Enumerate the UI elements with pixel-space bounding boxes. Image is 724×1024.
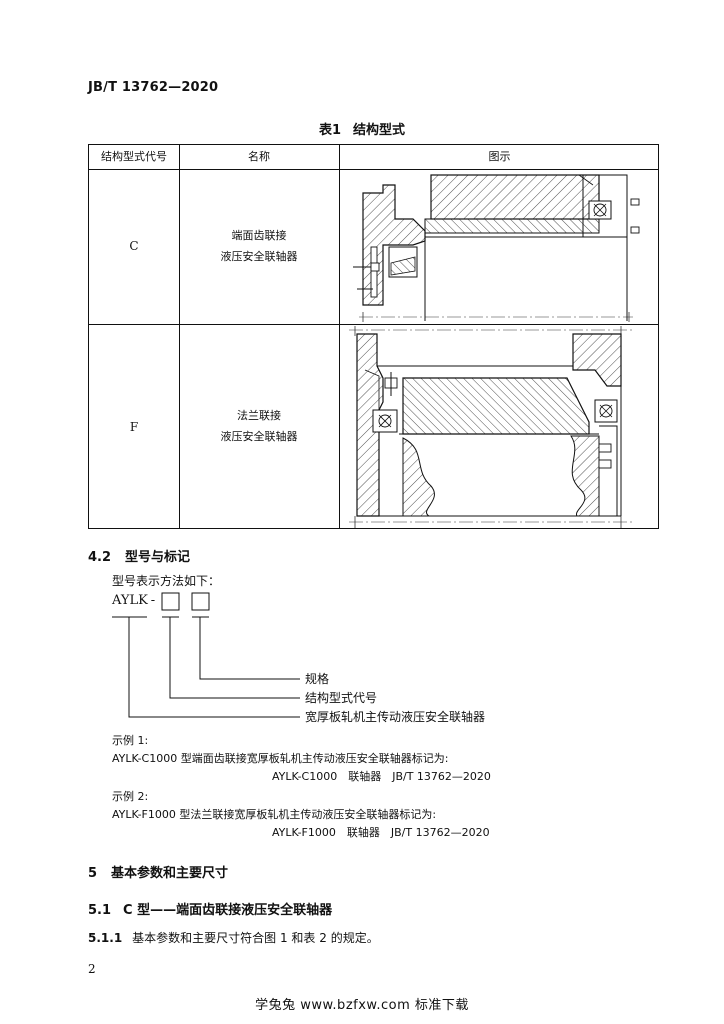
example-1-text: AYLK-C1000 型端面齿联接宽厚板轧机主传动液压安全联轴器标记为: xyxy=(112,752,449,765)
flange-coupling-cross-section-icon xyxy=(349,326,633,528)
table-header-figure: 图示 xyxy=(488,149,511,163)
table-divider xyxy=(179,145,180,528)
table-caption: 表1 结构型式 xyxy=(0,119,724,138)
section-5-heading: 5 基本参数和主要尺寸 xyxy=(88,862,228,881)
section-title: C 型——端面齿联接液压安全联轴器 xyxy=(123,903,333,918)
footer-source: 学兔兔 www.bzfxw.com 标准下载 xyxy=(255,998,469,1013)
table-row-name-c: 端面齿联接 液压安全联轴器 xyxy=(179,169,339,324)
label-structure-code: 结构型式代号 xyxy=(305,691,378,705)
name-line: 液压安全联轴器 xyxy=(220,249,298,263)
example-2-text: AYLK-F1000 型法兰联接宽厚板轧机主传动液压安全联轴器标记为: xyxy=(112,808,437,821)
example-1-mark: AYLK-C1000 联轴器 JB/T 13762—2020 xyxy=(272,770,491,783)
table-row-code-c: C xyxy=(129,239,139,254)
table-header-code: 结构型式代号 xyxy=(101,149,167,163)
table-divider xyxy=(89,169,658,170)
table-caption-number: 表1 xyxy=(318,123,342,138)
section-number: 4.2 xyxy=(88,550,112,565)
table-row-name-f: 法兰联接 液压安全联轴器 xyxy=(179,324,339,530)
table-divider xyxy=(89,324,658,325)
label-spec: 规格 xyxy=(305,672,330,686)
table-divider xyxy=(339,145,340,528)
document-code: JB/T 13762—2020 xyxy=(88,80,219,95)
end-face-tooth-coupling-cross-section-icon xyxy=(353,174,640,322)
table-caption-title: 结构型式 xyxy=(353,123,406,138)
name-line: 法兰联接 xyxy=(237,409,281,423)
section-number: 5.1.1 xyxy=(88,931,123,945)
section-number: 5.1 xyxy=(88,903,112,918)
page-number: 2 xyxy=(88,962,96,976)
section-5-1-1: 5.1.1 基本参数和主要尺寸符合图 1 和表 2 的规定。 xyxy=(88,929,379,946)
model-prefix: AYLK- xyxy=(112,593,155,608)
model-dash: - xyxy=(150,593,156,608)
section-number: 5 xyxy=(88,866,98,881)
label-product-name: 宽厚板轧机主传动液压安全联轴器 xyxy=(305,710,486,724)
section-title: 基本参数和主要尺寸 xyxy=(111,866,229,881)
table-header-name: 名称 xyxy=(248,149,270,163)
structure-type-table: 结构型式代号 名称 图示 C 端面齿联接 液压安全联轴器 F 法兰联接 液压安全… xyxy=(88,144,659,529)
section-5-1-heading: 5.1 C 型——端面齿联接液压安全联轴器 xyxy=(88,899,332,918)
section-4-2-heading: 4.2 型号与标记 xyxy=(88,546,190,565)
example-2-mark: AYLK-F1000 联轴器 JB/T 13762—2020 xyxy=(272,826,490,839)
section-text: 基本参数和主要尺寸符合图 1 和表 2 的规定。 xyxy=(132,931,379,945)
example-1-label: 示例 1: xyxy=(112,734,149,747)
table-row-code-f: F xyxy=(129,419,139,434)
model-intro: 型号表示方法如下： xyxy=(112,574,221,588)
name-line: 液压安全联轴器 xyxy=(220,430,298,443)
model-designation-diagram-icon xyxy=(112,592,300,718)
model-prefix-text: AYLK xyxy=(112,593,148,608)
section-title: 型号与标记 xyxy=(125,550,191,565)
name-line: 端面齿联接 xyxy=(231,228,287,242)
example-2-label: 示例 2: xyxy=(112,790,149,803)
